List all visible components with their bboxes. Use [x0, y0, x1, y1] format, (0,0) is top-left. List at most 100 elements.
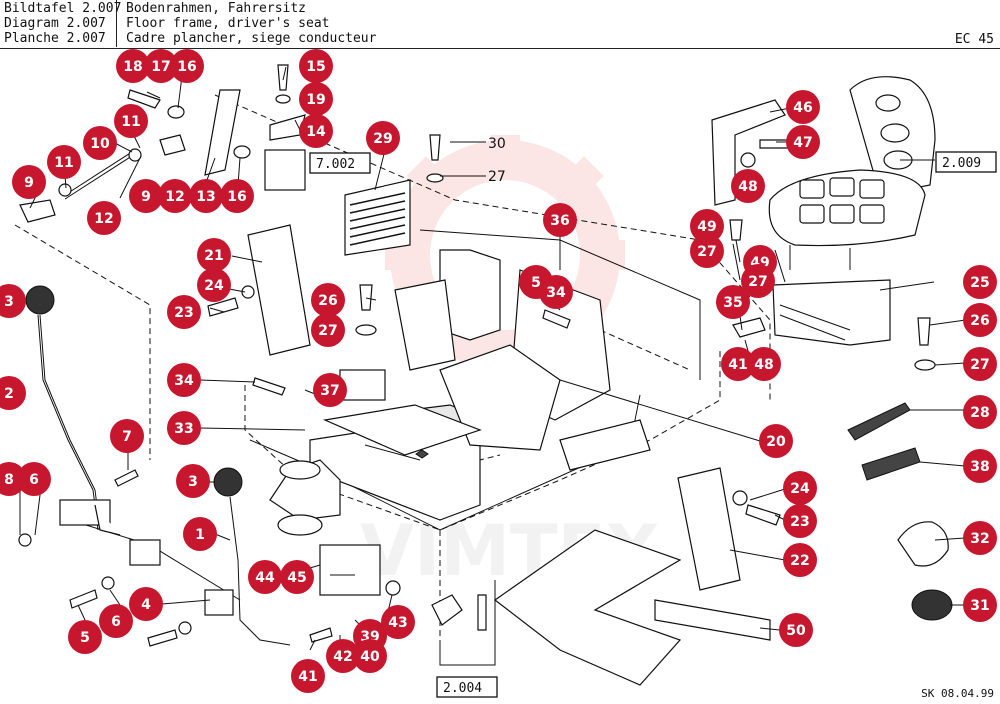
callout-4[interactable]: 4: [129, 587, 163, 621]
callout-20[interactable]: 20: [759, 424, 793, 458]
title-label-fr: Planche 2.007: [4, 31, 106, 46]
title-desc-fr: Cadre plancher, siege conducteur: [126, 31, 377, 46]
callout-10[interactable]: 10: [83, 126, 117, 160]
callout-21[interactable]: 21: [197, 238, 231, 272]
svg-text:11: 11: [121, 114, 140, 130]
callout-44[interactable]: 44: [248, 560, 282, 594]
callout-46[interactable]: 46: [786, 90, 820, 124]
callout-26-b[interactable]: 26: [963, 303, 997, 337]
lever-arm: [204, 89, 241, 176]
callout-11-a[interactable]: 11: [114, 104, 148, 138]
callout-43[interactable]: 43: [381, 605, 415, 639]
callout-18[interactable]: 18: [116, 49, 150, 83]
callout-22[interactable]: 22: [783, 543, 817, 577]
svg-text:3: 3: [4, 294, 14, 310]
svg-text:6: 6: [111, 614, 121, 630]
svg-text:19: 19: [306, 92, 325, 108]
callout-25[interactable]: 25: [963, 265, 997, 299]
drawing-code: SK 08.04.99: [921, 687, 994, 700]
callout-12-a[interactable]: 12: [158, 179, 192, 213]
callout-26-a[interactable]: 26: [311, 283, 345, 317]
callout-27-c[interactable]: 27: [741, 264, 775, 298]
callout-16-bottom[interactable]: 16: [220, 179, 254, 213]
title-label-de: Bildtafel 2.007: [4, 1, 122, 16]
callout-31[interactable]: 31: [963, 588, 997, 622]
svg-text:22: 22: [790, 553, 809, 569]
callout-15[interactable]: 15: [299, 49, 333, 83]
callout-23-b[interactable]: 23: [783, 504, 817, 538]
callout-6-b[interactable]: 6: [99, 604, 133, 638]
callout-34-b[interactable]: 34: [167, 363, 201, 397]
callout-1[interactable]: 1: [183, 517, 217, 551]
svg-text:10: 10: [90, 136, 110, 152]
callout-50[interactable]: 50: [779, 613, 813, 647]
callout-5-b[interactable]: 5: [68, 620, 102, 654]
callout-3-a[interactable]: 3: [0, 284, 26, 318]
callout-19[interactable]: 19: [299, 82, 333, 116]
callout-11-b[interactable]: 11: [47, 145, 81, 179]
callout-49-a[interactable]: 49: [690, 209, 724, 243]
ref-box-2004: 2.004: [436, 676, 498, 698]
svg-text:49: 49: [697, 219, 716, 235]
svg-text:23: 23: [174, 305, 193, 321]
svg-text:48: 48: [738, 179, 757, 195]
callout-36[interactable]: 36: [543, 203, 577, 237]
foot-plate: [493, 529, 771, 686]
callout-14[interactable]: 14: [299, 114, 333, 148]
callout-40[interactable]: 40: [353, 639, 387, 673]
svg-text:13: 13: [196, 189, 215, 205]
plain-label-27: 27: [488, 169, 506, 185]
callout-35[interactable]: 35: [716, 285, 750, 319]
callout-23-a[interactable]: 23: [167, 295, 201, 329]
callout-9-b[interactable]: 9: [129, 179, 163, 213]
callout-9-a[interactable]: 9: [12, 165, 46, 199]
callout-48-a[interactable]: 48: [731, 169, 765, 203]
callout-37[interactable]: 37: [313, 373, 347, 407]
svg-text:7.002: 7.002: [316, 157, 355, 172]
callout-3-b[interactable]: 3: [176, 464, 210, 498]
callout-24-a[interactable]: 24: [197, 268, 231, 302]
svg-text:27: 27: [748, 274, 767, 290]
callout-32[interactable]: 32: [963, 521, 997, 555]
callout-48-b[interactable]: 48: [747, 347, 781, 381]
callout-27-b[interactable]: 27: [690, 234, 724, 268]
svg-text:34: 34: [174, 373, 194, 389]
svg-text:50: 50: [786, 623, 806, 639]
drivers-seat: [711, 76, 936, 270]
callout-29[interactable]: 29: [366, 121, 400, 155]
svg-text:9: 9: [141, 189, 151, 205]
title-label-en: Diagram 2.007: [4, 16, 106, 31]
svg-text:25: 25: [970, 275, 989, 291]
side-panel-left: [247, 224, 311, 356]
callout-38[interactable]: 38: [963, 449, 997, 483]
svg-text:8: 8: [4, 472, 14, 488]
callout-41-b[interactable]: 41: [291, 659, 325, 693]
svg-text:5: 5: [80, 630, 90, 646]
floor-frame-outline: [14, 94, 771, 640]
callout-45[interactable]: 45: [280, 560, 314, 594]
callout-27-a[interactable]: 27: [311, 313, 345, 347]
svg-text:36: 36: [550, 213, 569, 229]
callout-13[interactable]: 13: [189, 179, 223, 213]
callout-7[interactable]: 7: [110, 419, 144, 453]
callout-33[interactable]: 33: [167, 411, 201, 445]
callout-27-d[interactable]: 27: [963, 347, 997, 381]
callout-42[interactable]: 42: [326, 639, 360, 673]
svg-text:32: 32: [970, 531, 989, 547]
callout-2[interactable]: 2: [0, 376, 26, 410]
callout-24-b[interactable]: 24: [783, 471, 817, 505]
callout-34-a[interactable]: 34: [539, 275, 573, 309]
fasteners: [18, 134, 936, 647]
callout-47[interactable]: 47: [786, 125, 820, 159]
callout-17[interactable]: 17: [144, 49, 178, 83]
header-separator: [116, 0, 117, 47]
grille-panel: [344, 179, 411, 256]
callout-12-b[interactable]: 12: [87, 201, 121, 235]
step-pad: [861, 447, 921, 481]
callout-6-a[interactable]: 6: [17, 462, 51, 496]
svg-text:2.009: 2.009: [942, 156, 981, 171]
callout-16-top[interactable]: 16: [170, 49, 204, 83]
callout-28[interactable]: 28: [963, 395, 997, 429]
callout-41-a[interactable]: 41: [721, 347, 755, 381]
svg-text:45: 45: [287, 570, 306, 586]
